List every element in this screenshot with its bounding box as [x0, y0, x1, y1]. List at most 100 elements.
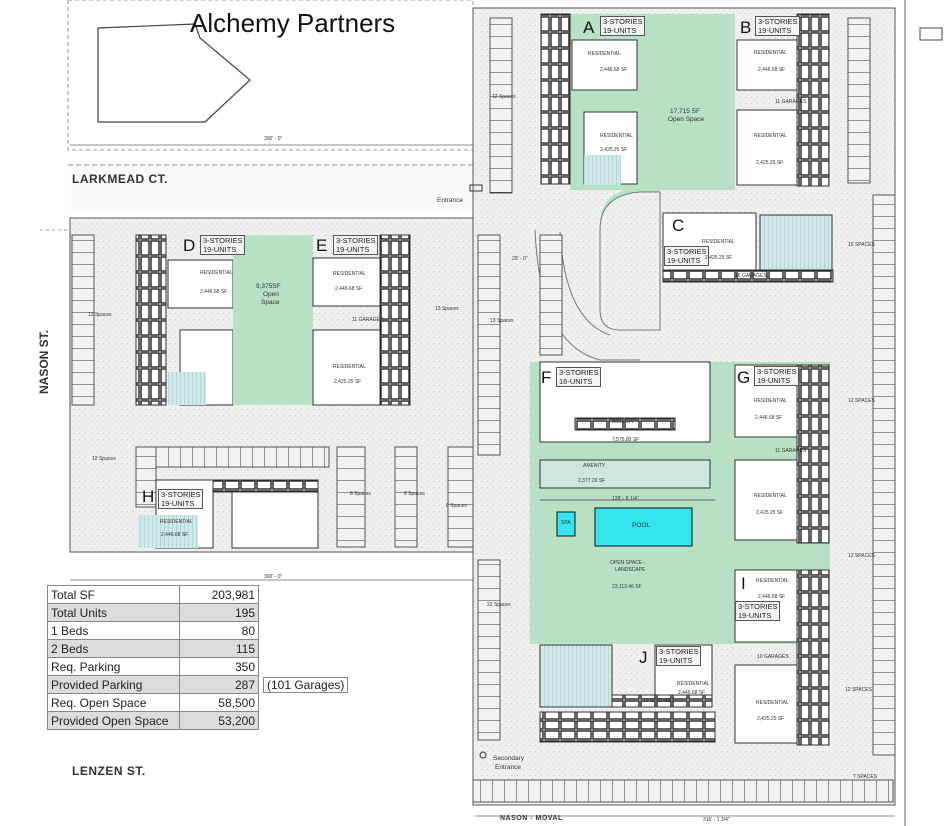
amenity-area-2: 2,377.29 SF: [578, 478, 606, 484]
res-label-a2: RESIDENTIAL: [600, 133, 633, 139]
spa-label: SPA: [561, 520, 571, 526]
amenity-label-1: AMENITY: [612, 419, 635, 425]
summary-value: 287: [179, 675, 259, 694]
building-d: [167, 259, 234, 309]
res-label-j: RESIDENTIAL: [677, 681, 710, 687]
res-label-g: RESIDENTIAL: [754, 398, 787, 404]
open-space-south-label1: OPEN SPACE -: [610, 560, 646, 566]
open-space-north-area: 17,715 SF: [670, 108, 700, 115]
parking-count-1: 12 Spaces: [492, 94, 516, 100]
summary-value: 58,500: [179, 693, 259, 712]
street-lenzen: LENZEN ST.: [72, 764, 146, 778]
north-lot: [67, 0, 474, 151]
summary-label: Provided Parking: [47, 675, 180, 694]
summary-note: [259, 622, 352, 640]
larkmead-street-band: [68, 160, 473, 210]
parking-count-9: 22 Spaces: [487, 602, 511, 608]
building-j-letter: J: [639, 648, 648, 667]
dimension-south: 300' - 0": [264, 574, 283, 580]
garages-e: 11 GARAGES: [352, 317, 384, 323]
dimension-amenity: 128' - 8 1/4": [612, 496, 639, 502]
res-label-d: RESIDENTIAL: [200, 270, 233, 276]
building-f-letter: F: [541, 368, 552, 387]
res-sf-i2: 2,425.25 SF: [757, 716, 785, 722]
summary-label: Total Units: [47, 603, 180, 622]
project-title: Alchemy Partners: [190, 8, 396, 38]
pool-label: POOL: [632, 522, 651, 529]
summary-note: (101 Garages): [259, 676, 352, 694]
street-nason: NASON ST.: [37, 329, 52, 395]
building-e-letter: E: [316, 236, 328, 255]
res-sf-g2: 2,425.25 SF: [756, 510, 784, 516]
pool: [594, 507, 693, 547]
summary-label: Req. Open Space: [47, 693, 180, 712]
res-sf-e2: 2,425.25 SF: [334, 379, 362, 385]
summary-value: 115: [179, 639, 259, 658]
lot-outline: [97, 23, 251, 123]
building-a: [571, 39, 638, 91]
street-nason-moval: NASON - MOVAL: [500, 815, 563, 822]
parking-count-7: 8 Spaces: [404, 491, 425, 497]
parking-row-west-bottom: [135, 446, 330, 468]
parking-count-11: 12 SPACES: [848, 398, 875, 404]
dimension-bottom: 316' - 1 3/4": [703, 817, 730, 823]
garages-b: 11 GARAGES: [775, 99, 807, 105]
building-h-letter: H: [142, 487, 155, 506]
res-sf-i: 2,446.68 SF: [758, 594, 786, 600]
res-sf-e: 2,446.68 SF: [335, 286, 363, 292]
parking-count-4: 13 Spaces: [490, 318, 514, 324]
summary-label: 1 Beds: [47, 621, 180, 640]
res-label-e2: RESIDENTIAL: [333, 364, 366, 370]
secondary-entrance-line2: Entrance: [495, 764, 522, 771]
res-sf-j: 2,446.68 SF: [678, 690, 706, 696]
garages-c: 16 GARAGES: [735, 273, 767, 279]
res-sf-h: 2,446.68 SF: [161, 532, 189, 538]
res-label-g2: RESIDENTIAL: [754, 493, 787, 499]
open-space-west-label2: Space: [261, 299, 280, 306]
summary-label: Total SF: [47, 585, 180, 604]
building-b-letter: B: [740, 18, 752, 37]
parking-count-12: 12 SPACES: [848, 553, 875, 559]
garages-note: (101 Garages): [263, 676, 349, 693]
building-b: [736, 39, 798, 91]
res-sf-b: 2,446.68 SF: [758, 67, 786, 73]
res-label-b2: RESIDENTIAL: [754, 133, 787, 139]
street-larkmead: LARKMEAD CT.: [72, 172, 168, 186]
spa: [556, 511, 576, 537]
open-space-south-area: 23,113.46 SF: [612, 584, 642, 590]
summary-label: 2 Beds: [47, 639, 180, 658]
open-space-south-label2: LANDSCAPE: [615, 567, 646, 573]
dimension-drive: 29' - 0": [512, 256, 528, 262]
res-sf-d: 2,446.68 SF: [200, 289, 228, 295]
summary-label: Provided Open Space: [47, 711, 180, 730]
parking-count-10: 15 SPACES: [848, 242, 875, 248]
building-i-letter: I: [741, 574, 746, 593]
summary-value: 203,981: [179, 585, 259, 604]
summary-note: [259, 712, 352, 730]
res-sf-c: 2,425.25 SF: [705, 255, 733, 261]
parking-count-13: 12 SPACES: [845, 687, 872, 693]
open-space-west: [233, 235, 313, 405]
res-label-c: RESIDENTIAL: [702, 239, 735, 245]
building-d-letter: D: [183, 236, 196, 255]
parking-count-6: 8 Spaces: [350, 491, 371, 497]
building-a-letter: A: [583, 18, 595, 37]
entrance-label: Entrance: [437, 197, 464, 204]
garages-j: 10 GARAGES: [643, 698, 675, 704]
summary-note: [259, 640, 352, 658]
